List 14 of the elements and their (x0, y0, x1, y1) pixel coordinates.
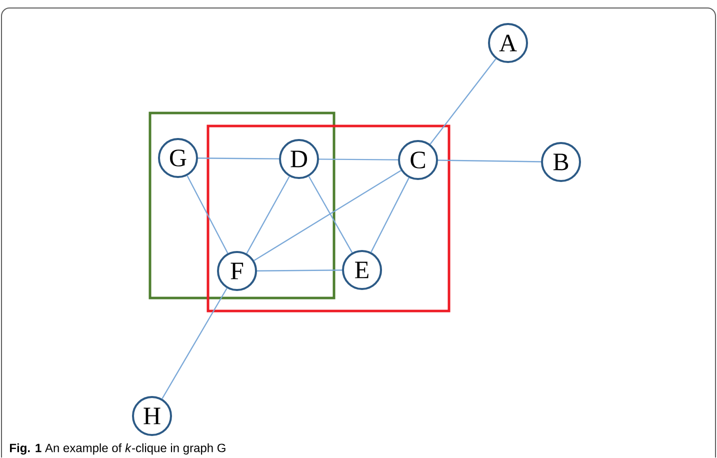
edge-line (430, 58, 496, 145)
edge-line (257, 270, 342, 272)
outline-box (206, 124, 450, 312)
edge-line (198, 158, 279, 160)
edge-line (319, 158, 398, 160)
edge-line (246, 176, 290, 254)
edge-line (186, 175, 228, 254)
edge-line (254, 170, 402, 262)
outline-box (148, 112, 336, 300)
edge-line (370, 178, 410, 252)
edge-line (438, 160, 542, 162)
edge-line (308, 176, 353, 253)
caption: Fig. 1 An example of k-clique in graph G (10, 443, 226, 455)
edge-line (162, 288, 228, 400)
